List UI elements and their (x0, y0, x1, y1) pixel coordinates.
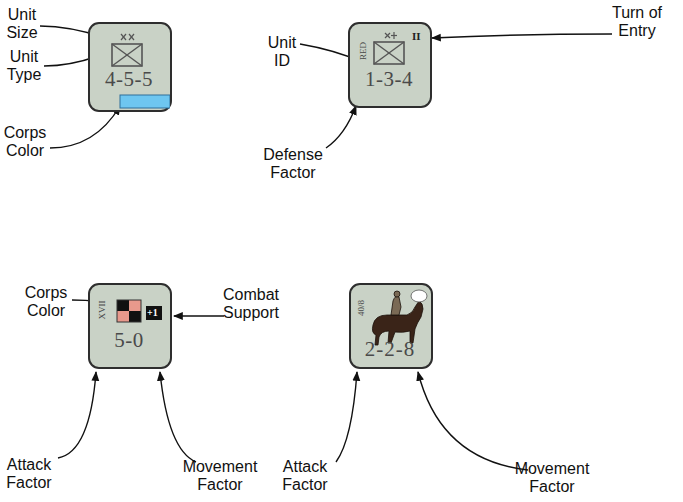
counter-marking: RED (358, 42, 368, 60)
callout-label: Combat Support (216, 286, 286, 322)
counter-marking: 40/8 (356, 300, 366, 316)
callout-label: Turn of Entry (604, 4, 670, 40)
leader-line (174, 315, 224, 316)
callout-label: Corps Color (20, 284, 72, 320)
factor-numbers: 1-3-4 (349, 67, 429, 92)
callout-label: Unit ID (262, 34, 302, 70)
callout-label: Corps Color (0, 124, 50, 160)
callout-label: Movement Factor (180, 458, 260, 494)
callout-label: Movement Factor (512, 460, 592, 496)
game-counter: 40/8 2-2-8 (349, 283, 433, 369)
factor-numbers: 5-0 (89, 328, 169, 353)
leader-line (50, 106, 120, 148)
callout-label: Attack Factor (276, 458, 334, 494)
callout-label: Defense Factor (258, 146, 328, 182)
game-counter: XVII 5-0 +1 (88, 283, 172, 369)
callout-label: Unit Type (2, 48, 46, 84)
factor-numbers: 2-2-8 (350, 337, 430, 362)
game-counter: 4-5-5 (88, 22, 172, 112)
callout-label: Attack Factor (0, 456, 58, 492)
leader-line (160, 372, 196, 462)
factor-numbers: 4-5-5 (89, 67, 169, 92)
leader-line (432, 34, 612, 38)
leader-line (58, 372, 96, 458)
leader-line (336, 372, 357, 462)
leader-line (326, 106, 356, 148)
counter-symbol (90, 285, 170, 367)
game-counter: RED 1-3-4 II (348, 22, 432, 108)
counter-marking: II (412, 30, 421, 42)
counter-marking: +1 (147, 307, 158, 318)
callout-label: Unit Size (0, 6, 44, 42)
leader-line (418, 372, 528, 470)
counter-marking: XVII (97, 301, 107, 320)
